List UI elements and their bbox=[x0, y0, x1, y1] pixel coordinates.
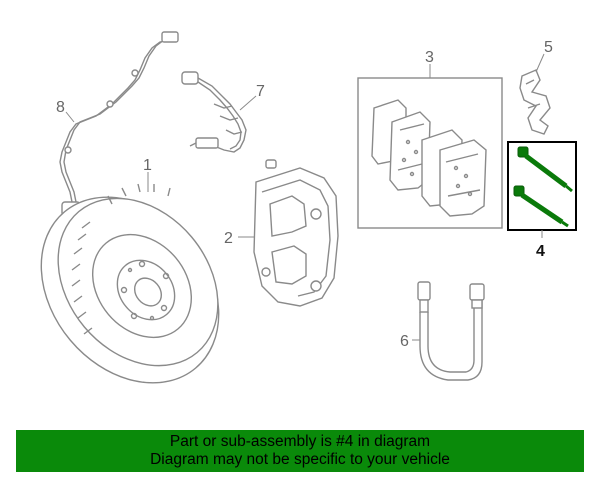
callout-1[interactable]: 1 bbox=[143, 157, 152, 174]
banner-line-2: Diagram may not be specific to your vehi… bbox=[150, 451, 450, 468]
part-1-brake-rotor bbox=[40, 183, 220, 384]
callout-3[interactable]: 3 bbox=[425, 49, 434, 66]
part-4-guide-pins bbox=[513, 146, 573, 228]
callout-2[interactable]: 2 bbox=[224, 230, 233, 247]
info-banner: Part or sub-assembly is #4 in diagram Di… bbox=[16, 430, 584, 472]
part-7-wear-sensor bbox=[181, 71, 247, 153]
callout-6[interactable]: 6 bbox=[400, 333, 409, 350]
part-5-spring-clip bbox=[519, 69, 551, 135]
leader-5 bbox=[535, 53, 545, 73]
banner-line-1: Part or sub-assembly is #4 in diagram bbox=[169, 433, 431, 450]
callout-5[interactable]: 5 bbox=[544, 39, 553, 56]
leader-7 bbox=[239, 95, 257, 111]
leader-8 bbox=[65, 111, 75, 123]
part-8-sensor-cable bbox=[59, 31, 179, 223]
callout-8[interactable]: 8 bbox=[56, 99, 65, 116]
callout-7[interactable]: 7 bbox=[256, 83, 265, 100]
part-2-caliper bbox=[253, 159, 339, 307]
part-6-brake-hose bbox=[417, 281, 485, 381]
part-3-brake-pads bbox=[371, 99, 487, 217]
callout-4[interactable]: 4 bbox=[536, 243, 545, 260]
